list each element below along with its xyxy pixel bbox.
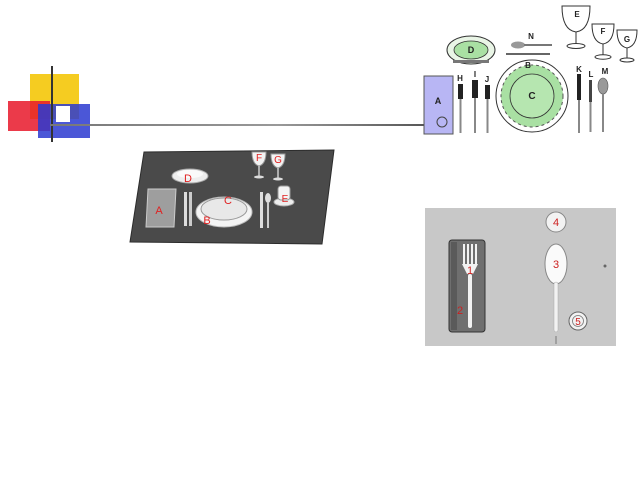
label-A: A bbox=[435, 96, 442, 106]
simple-item-4: 4 bbox=[545, 211, 567, 233]
knife-K: K bbox=[576, 65, 582, 133]
wine-glass-F: F bbox=[591, 23, 615, 60]
placemat-label-B: B bbox=[203, 215, 210, 227]
simple-label-4: 4 bbox=[553, 217, 559, 229]
dessert-spoon-N: N bbox=[506, 32, 552, 55]
simple-label-5: 5 bbox=[575, 317, 581, 328]
placemat-bowl-D: D bbox=[171, 168, 209, 185]
water-glass-E: E bbox=[561, 5, 591, 49]
napkin-A: A bbox=[423, 75, 454, 135]
label-G: G bbox=[624, 35, 630, 44]
simple-item-5: 5 bbox=[568, 311, 588, 331]
label-D: D bbox=[468, 45, 475, 55]
label-B: B bbox=[525, 61, 531, 70]
placemat-napkin-A: A bbox=[145, 188, 177, 228]
bread-plate-D: D bbox=[446, 35, 496, 65]
label-I: I bbox=[474, 70, 476, 79]
placemat-label-E: E bbox=[282, 194, 289, 205]
placemat-setting-illustration: A C B D F G E bbox=[129, 149, 335, 245]
label-H: H bbox=[457, 74, 463, 83]
simple-label-2: 2 bbox=[457, 305, 463, 317]
label-K: K bbox=[576, 65, 582, 74]
placemat-label-A: A bbox=[155, 205, 163, 217]
soup-spoon-M: M bbox=[597, 67, 609, 132]
logo-vertical-line bbox=[51, 66, 53, 142]
fish-fork-J: J bbox=[485, 75, 490, 133]
placemat-label-G: G bbox=[274, 155, 282, 166]
dinner-plate-C: C bbox=[495, 59, 569, 133]
placemat-label-C: C bbox=[224, 195, 232, 207]
simple-label-3: 3 bbox=[553, 259, 559, 271]
knife-L: L bbox=[589, 70, 594, 132]
wine-glass-G: G bbox=[616, 29, 638, 63]
placemat-glass-G: G bbox=[270, 153, 286, 181]
label-C: C bbox=[528, 91, 535, 102]
label-F: F bbox=[601, 27, 606, 36]
simple-setting-illustration: 2 1 3 4 5 bbox=[425, 208, 616, 346]
placemat-knife-spoon bbox=[260, 192, 271, 228]
salad-fork-H: H bbox=[457, 74, 463, 133]
simple-spoon-3: 3 bbox=[544, 243, 568, 344]
placemat-cup-E: E bbox=[273, 185, 295, 207]
label-E: E bbox=[574, 10, 580, 19]
label-N: N bbox=[528, 32, 534, 41]
logo-white-square bbox=[56, 106, 70, 122]
label-J: J bbox=[485, 75, 489, 84]
simple-dot bbox=[603, 264, 607, 268]
label-M: M bbox=[602, 67, 609, 76]
simple-fork-1: 1 bbox=[462, 244, 478, 328]
title-divider-line bbox=[50, 124, 430, 126]
placemat-label-D: D bbox=[184, 173, 192, 185]
placemat-glass-F: F bbox=[251, 151, 267, 179]
simple-label-1: 1 bbox=[467, 265, 473, 277]
placemat-forks bbox=[184, 192, 192, 226]
label-L: L bbox=[589, 70, 594, 79]
dinner-fork-I: I bbox=[472, 70, 478, 133]
slide-logo bbox=[0, 0, 100, 150]
placemat-label-F: F bbox=[256, 153, 262, 164]
placemat-plate-B-C: C B bbox=[195, 195, 253, 228]
formal-place-setting-illustration: A H I J D C B N K bbox=[423, 5, 638, 135]
